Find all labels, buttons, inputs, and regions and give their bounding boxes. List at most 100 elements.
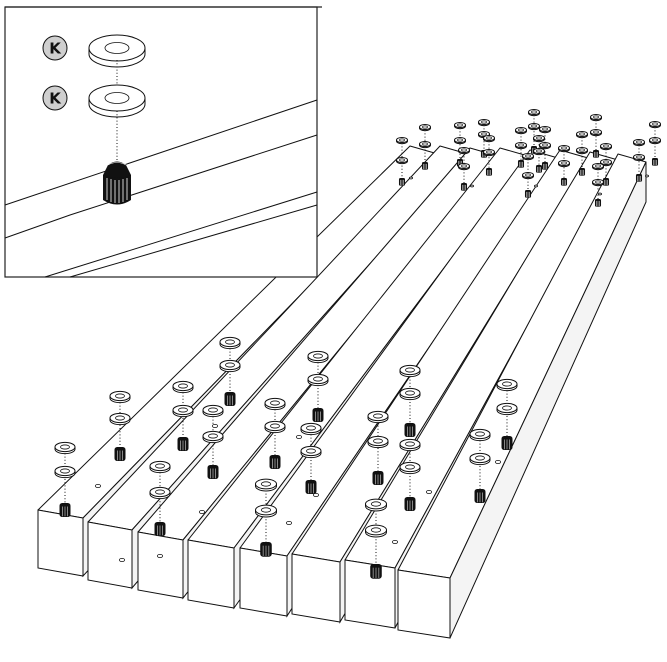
washer bbox=[558, 159, 570, 168]
mount-hole bbox=[425, 489, 432, 494]
beam-front-face bbox=[344, 559, 396, 629]
washer bbox=[202, 430, 224, 444]
beam-front-face bbox=[137, 531, 184, 599]
washer bbox=[558, 144, 570, 153]
washer bbox=[396, 156, 408, 165]
knurled-foot bbox=[404, 423, 416, 437]
beam-front-face bbox=[291, 553, 341, 623]
washer bbox=[483, 134, 495, 143]
part-badge-k-2: K bbox=[42, 85, 68, 111]
washer bbox=[54, 441, 76, 455]
washer bbox=[399, 387, 421, 401]
washer bbox=[419, 123, 431, 132]
mount-hole bbox=[494, 459, 501, 464]
knurled-foot bbox=[370, 564, 382, 579]
hardware-stack bbox=[528, 108, 540, 154]
washer bbox=[533, 134, 545, 143]
inset-beam-edge-lower2 bbox=[69, 204, 318, 278]
washer bbox=[496, 378, 518, 392]
washer bbox=[399, 461, 421, 475]
hardware-stack bbox=[365, 498, 387, 579]
washer bbox=[219, 359, 241, 373]
washer bbox=[396, 136, 408, 145]
washer bbox=[109, 412, 131, 426]
knurled-foot bbox=[501, 436, 513, 450]
washer bbox=[478, 118, 490, 127]
hardware-stack bbox=[219, 336, 241, 406]
knurled-foot bbox=[224, 392, 236, 406]
mount-hole bbox=[285, 521, 292, 526]
inset-beam-edge-lower bbox=[44, 191, 318, 278]
hardware-stack bbox=[399, 364, 421, 437]
knurled-foot bbox=[207, 465, 219, 479]
knurled-foot bbox=[602, 178, 610, 186]
washer bbox=[576, 146, 588, 155]
part-label-k-1: K bbox=[49, 40, 62, 58]
inset-beam-edge-upper bbox=[4, 99, 318, 206]
washer bbox=[576, 130, 588, 139]
inset-beam-edge-middle bbox=[4, 134, 318, 239]
washer bbox=[264, 397, 286, 411]
knurled-foot bbox=[651, 158, 659, 166]
washer bbox=[483, 148, 495, 157]
hardware-stack bbox=[264, 397, 286, 469]
washer bbox=[399, 438, 421, 452]
hardware-stack bbox=[590, 113, 602, 158]
washer bbox=[149, 486, 171, 500]
hardware-stack bbox=[109, 390, 131, 461]
washer bbox=[592, 162, 604, 171]
washer bbox=[539, 125, 551, 134]
washer bbox=[528, 122, 540, 131]
washer bbox=[649, 120, 661, 129]
washer bbox=[469, 428, 491, 442]
hardware-stack bbox=[399, 438, 421, 511]
washer bbox=[469, 452, 491, 466]
washer bbox=[307, 373, 329, 387]
knurled-foot bbox=[59, 503, 71, 517]
knurled-foot bbox=[312, 408, 324, 422]
washer bbox=[109, 390, 131, 404]
washer bbox=[255, 504, 277, 518]
washer bbox=[307, 350, 329, 364]
beam-front-face bbox=[239, 547, 288, 617]
knurled-foot bbox=[524, 190, 532, 198]
hardware-stack bbox=[469, 428, 491, 503]
hardware-stack bbox=[307, 350, 329, 422]
beam-front-face bbox=[87, 521, 133, 589]
washer bbox=[365, 524, 387, 538]
knurled-foot bbox=[635, 174, 643, 182]
knurled-foot bbox=[560, 178, 568, 186]
knurled-foot bbox=[460, 183, 468, 191]
hardware-stack bbox=[483, 134, 495, 176]
hardware-stack bbox=[255, 478, 277, 557]
hardware-stack bbox=[558, 144, 570, 186]
hardware-stack bbox=[649, 120, 661, 166]
washer bbox=[219, 336, 241, 350]
knurled-foot-large bbox=[103, 161, 131, 205]
knurled-foot bbox=[594, 199, 602, 207]
washer bbox=[264, 420, 286, 434]
washer bbox=[590, 113, 602, 122]
washer bbox=[172, 380, 194, 394]
hardware-stack bbox=[202, 404, 224, 479]
hardware-stack bbox=[300, 422, 322, 494]
beam-front-face bbox=[187, 539, 235, 609]
knurled-foot bbox=[517, 160, 525, 168]
washer bbox=[522, 152, 534, 161]
washer bbox=[590, 128, 602, 137]
knurled-foot bbox=[578, 168, 586, 176]
mount-hole bbox=[198, 509, 205, 514]
washer bbox=[365, 498, 387, 512]
hardware-stack bbox=[576, 130, 588, 176]
washer bbox=[202, 404, 224, 418]
mount-hole bbox=[534, 184, 538, 188]
knurled-foot bbox=[154, 522, 166, 536]
washer bbox=[458, 146, 470, 155]
hardware-stack bbox=[172, 380, 194, 451]
knurled-foot bbox=[372, 471, 384, 485]
mount-hole bbox=[470, 184, 474, 188]
washer bbox=[633, 153, 645, 162]
mount-hole bbox=[409, 176, 413, 180]
washer bbox=[515, 126, 527, 135]
washer bbox=[367, 435, 389, 449]
